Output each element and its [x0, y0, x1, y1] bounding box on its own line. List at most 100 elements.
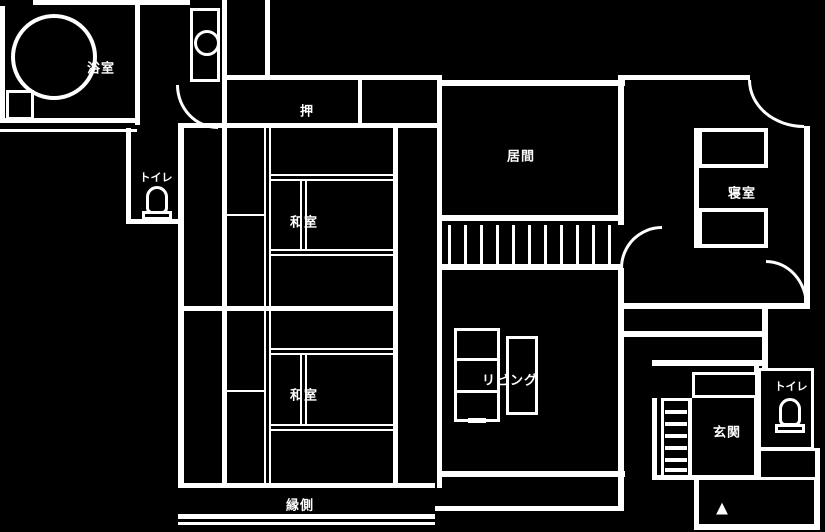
wall-segment	[762, 308, 768, 373]
north-marker: ▲	[712, 497, 732, 520]
room-label-washitsu-2: 和室	[289, 387, 319, 403]
stair-tread	[608, 225, 611, 264]
wall-segment	[652, 360, 766, 366]
room-label-genkan: 玄関	[712, 424, 742, 440]
wall-segment	[435, 506, 623, 511]
tatami-line	[271, 254, 393, 256]
wall-segment	[135, 0, 140, 125]
wall-segment	[178, 306, 398, 311]
wall-segment	[33, 0, 190, 5]
stair-tread	[544, 225, 547, 264]
room-label-washitsu-1: 和室	[289, 214, 319, 230]
wall-segment	[178, 123, 184, 488]
wall-segment	[620, 75, 750, 80]
wall-segment	[618, 477, 624, 511]
tatami-line	[271, 424, 393, 426]
room-label-ima: 居間	[506, 148, 536, 164]
stair-tread	[560, 225, 563, 264]
stair-tread	[464, 225, 467, 264]
toilet-icon	[779, 398, 801, 426]
wall-segment	[804, 126, 810, 308]
shoe-rack-shelf	[665, 434, 687, 438]
tatami-line	[271, 174, 393, 176]
washbasin-icon	[194, 30, 220, 56]
wall-segment	[442, 264, 622, 270]
wall-segment	[437, 80, 442, 488]
wall-segment	[618, 303, 810, 309]
wall-segment	[0, 118, 137, 123]
toilet-icon	[146, 186, 168, 214]
wall-segment	[442, 215, 618, 221]
stair-tread	[496, 225, 499, 264]
genkan-closet	[692, 372, 758, 398]
shoe-rack-shelf	[665, 458, 687, 462]
wall-segment	[814, 448, 820, 530]
wall-segment	[126, 128, 131, 224]
shelf-base	[468, 418, 486, 423]
tatami-line	[300, 181, 302, 249]
shelf-divider	[457, 390, 497, 393]
wall-segment	[618, 75, 624, 225]
door-arc	[620, 226, 662, 268]
bed-icon	[698, 128, 768, 168]
tatami-line	[271, 348, 393, 350]
room-label-living: リビング	[481, 372, 539, 388]
wall-segment	[358, 80, 362, 123]
tatami-line	[271, 249, 393, 251]
shoe-rack-shelf	[665, 468, 687, 472]
storage-room-outline	[758, 448, 818, 480]
wall-segment	[442, 80, 625, 86]
tatami-line	[271, 353, 393, 355]
room-label-bath: 浴室	[86, 60, 116, 76]
wall-segment	[694, 477, 699, 530]
stair-tread	[480, 225, 483, 264]
wall-segment	[652, 475, 759, 480]
wall-segment	[618, 308, 624, 480]
wall-segment	[178, 123, 442, 128]
bathtub-icon	[11, 14, 97, 100]
toilet-icon-base	[775, 424, 805, 433]
tatami-line	[271, 429, 393, 431]
tatami-line	[300, 355, 302, 424]
stair-tread	[512, 225, 515, 264]
room-label-toilet-1: トイレ	[139, 172, 173, 184]
wall-segment	[222, 0, 227, 128]
shoe-rack-shelf	[665, 446, 687, 450]
shoe-rack-shelf	[665, 422, 687, 426]
stair-tread	[448, 225, 451, 264]
tatami-line	[305, 355, 307, 424]
bed-icon	[698, 208, 768, 248]
wall-segment	[698, 524, 820, 530]
wall-segment	[694, 128, 699, 248]
tatami-line	[264, 128, 266, 306]
table-icon	[506, 336, 538, 415]
tatami-line	[269, 128, 271, 306]
wall-segment	[437, 471, 625, 477]
bath-cabinet	[6, 90, 34, 120]
wall-segment	[178, 522, 435, 525]
wall-segment	[178, 514, 435, 519]
door-arc	[766, 260, 808, 306]
wall-segment	[0, 129, 137, 132]
stair-tread	[528, 225, 531, 264]
tatami-line	[271, 179, 393, 181]
wall-segment	[652, 398, 657, 480]
wall-segment	[754, 366, 759, 480]
stair-tread	[576, 225, 579, 264]
tatami-line	[269, 311, 271, 483]
wall-segment	[618, 331, 768, 337]
tatami-line	[227, 390, 264, 392]
tatami-line	[264, 311, 266, 483]
wall-segment	[178, 483, 435, 488]
wall-segment	[222, 75, 442, 80]
shoe-rack-shelf	[665, 410, 687, 414]
room-label-closet: 押	[299, 103, 315, 119]
room-label-toilet-2: トイレ	[774, 381, 808, 393]
room-label-bedroom: 寝室	[727, 185, 757, 201]
toilet-icon-base	[142, 211, 172, 220]
room-label-engawa: 縁側	[285, 497, 315, 513]
wall-segment	[0, 6, 5, 123]
wall-segment	[265, 0, 270, 78]
tatami-line	[305, 181, 307, 249]
